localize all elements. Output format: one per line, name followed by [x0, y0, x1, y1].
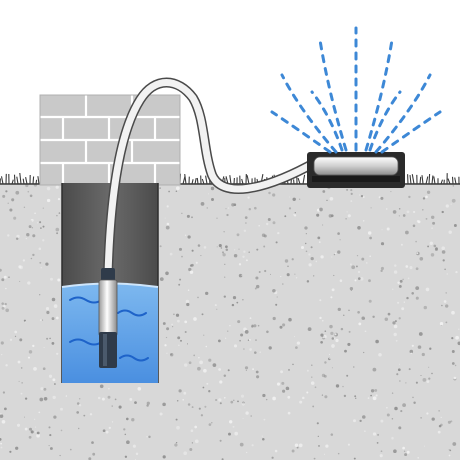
water-spray-icon	[270, 26, 442, 154]
submersible-pump-icon	[98, 268, 118, 368]
lawn-sprinkler-icon	[307, 152, 405, 188]
brick-wall-icon	[39, 94, 181, 186]
garden-hose-icon	[103, 77, 321, 280]
